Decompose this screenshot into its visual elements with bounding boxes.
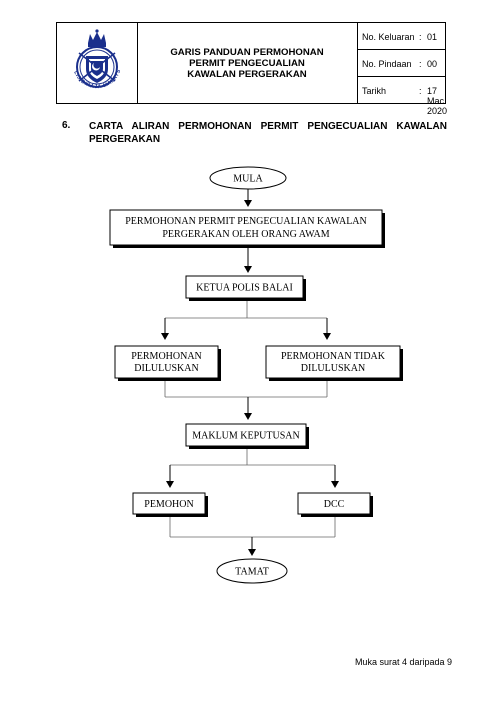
amendment-number-row: No. Pindaan : 00 bbox=[357, 50, 445, 77]
title-line: PERMIT PENGECUALIAN bbox=[189, 57, 305, 69]
applicant-label: PEMOHON bbox=[144, 499, 193, 510]
logo-cell: POLIS DIRAJA MALAYSIA bbox=[55, 19, 138, 103]
start-label: MULA bbox=[233, 174, 263, 185]
info-colon: : bbox=[419, 59, 422, 69]
police-crest-icon: POLIS DIRAJA MALAYSIA bbox=[55, 19, 122, 90]
issue-number-row: No. Keluaran : 01 bbox=[357, 23, 445, 50]
document-info: No. Keluaran : 01 No. Pindaan : 00 Tarik… bbox=[357, 23, 447, 116]
approved-label-line: PERMOHONAN bbox=[131, 351, 202, 362]
dcc-box: DCC bbox=[297, 492, 373, 517]
date-row: Tarikh : 17 Mac 2020 bbox=[357, 77, 447, 116]
document-title: GARIS PANDUAN PERMOHONAN PERMIT PENGECUA… bbox=[137, 23, 358, 103]
application-label-line: PERGERAKAN OLEH ORANG AWAM bbox=[162, 229, 329, 240]
title-line: KAWALAN PERGERAKAN bbox=[187, 68, 307, 80]
notify-decision-label: MAKLUM KEPUTUSAN bbox=[192, 431, 300, 442]
info-label: No. Pindaan bbox=[362, 59, 412, 69]
info-value: 00 bbox=[427, 59, 438, 69]
info-colon: : bbox=[419, 32, 422, 42]
notify-decision-box: MAKLUM KEPUTUSAN bbox=[185, 423, 309, 449]
rejected-label-line: DILULUSKAN bbox=[301, 363, 365, 374]
info-value: 17 Mac 2020 bbox=[427, 86, 448, 116]
section-number: 6. bbox=[62, 120, 71, 131]
document-header-table: POLIS DIRAJA MALAYSIA GARIS PANDUAN PERM… bbox=[55, 19, 447, 116]
info-colon: : bbox=[419, 86, 422, 96]
end-label: TAMAT bbox=[235, 567, 269, 578]
info-value: 01 bbox=[427, 32, 438, 42]
title-line: GARIS PANDUAN PERMOHONAN bbox=[170, 46, 324, 58]
page-number: Muka surat 4 daripada 9 bbox=[354, 657, 452, 667]
application-label-line: PERMOHONAN PERMIT PENGECUALIAN KAWALAN bbox=[125, 216, 367, 227]
rejected-label-line: PERMOHONAN TIDAK bbox=[281, 351, 386, 362]
station-head-box: KETUA POLIS BALAI bbox=[185, 275, 306, 301]
end-node: TAMAT bbox=[216, 558, 288, 584]
rejected-box: PERMOHONAN TIDAK DILULUSKAN bbox=[265, 345, 403, 381]
section-title: CARTA ALIRAN PERMOHONAN PERMIT PENGECUAL… bbox=[89, 121, 447, 145]
application-box: PERMOHONAN PERMIT PENGECUALIAN KAWALAN P… bbox=[109, 209, 385, 248]
station-head-label: KETUA POLIS BALAI bbox=[196, 283, 293, 294]
applicant-box: PEMOHON bbox=[132, 492, 208, 517]
dcc-label: DCC bbox=[324, 499, 345, 510]
info-label: No. Keluaran bbox=[362, 32, 415, 42]
approved-label-line: DILULUSKAN bbox=[134, 363, 198, 374]
info-label: Tarikh bbox=[362, 86, 387, 96]
start-node: MULA bbox=[209, 166, 287, 190]
approved-box: PERMOHONAN DILULUSKAN bbox=[114, 345, 221, 381]
